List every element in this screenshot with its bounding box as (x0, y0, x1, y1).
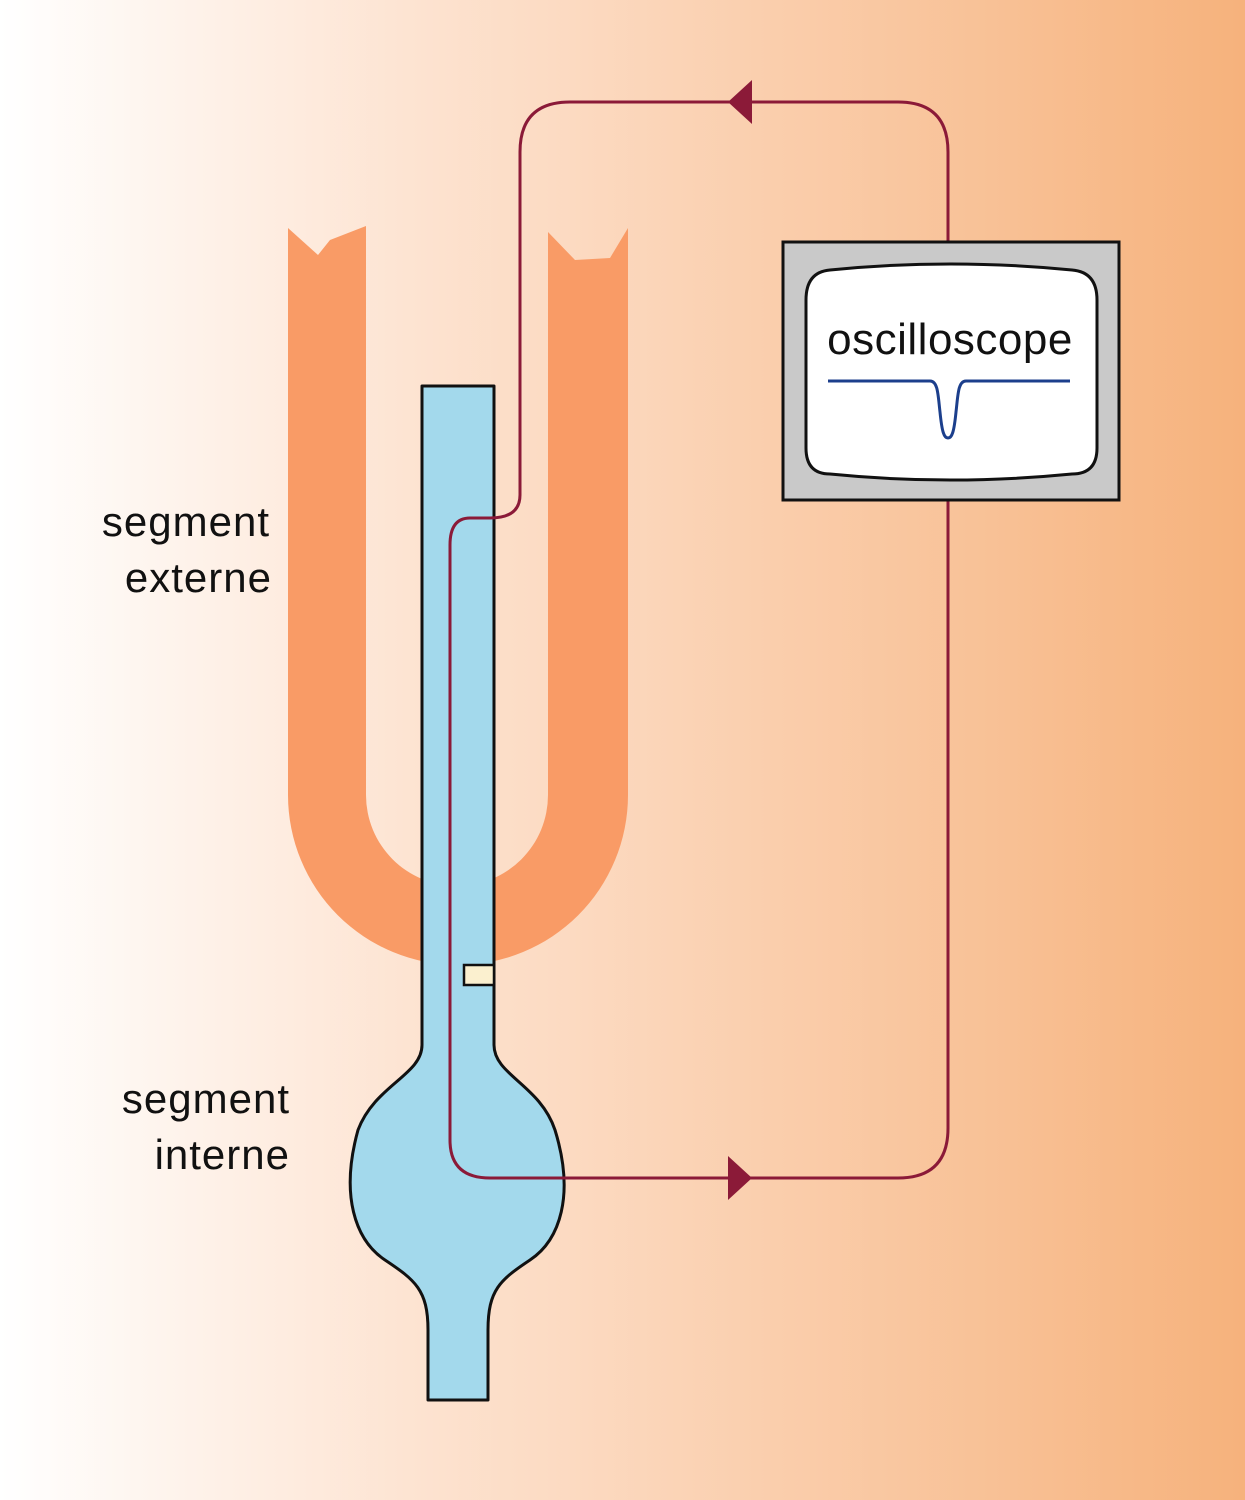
cell-shape (348, 384, 566, 1402)
oscilloscope-trace (828, 379, 1070, 440)
arrowhead-bottom (728, 1156, 752, 1200)
recording-circuit-wire (448, 100, 950, 1180)
inner-segment-label-line2: interne (155, 1131, 290, 1178)
outer-segment-label-line1: segment (102, 498, 270, 545)
inner-segment-label-line1: segment (122, 1075, 290, 1122)
arrowhead-top (728, 80, 752, 124)
oscilloscope-screen (804, 262, 1099, 482)
oscilloscope: oscilloscope (781, 240, 1121, 502)
electrode-tip (462, 963, 496, 987)
oscilloscope-label: oscilloscope (827, 315, 1073, 364)
outer-segment-shape (288, 226, 628, 965)
outer-segment-label-line2: externe (125, 554, 272, 601)
